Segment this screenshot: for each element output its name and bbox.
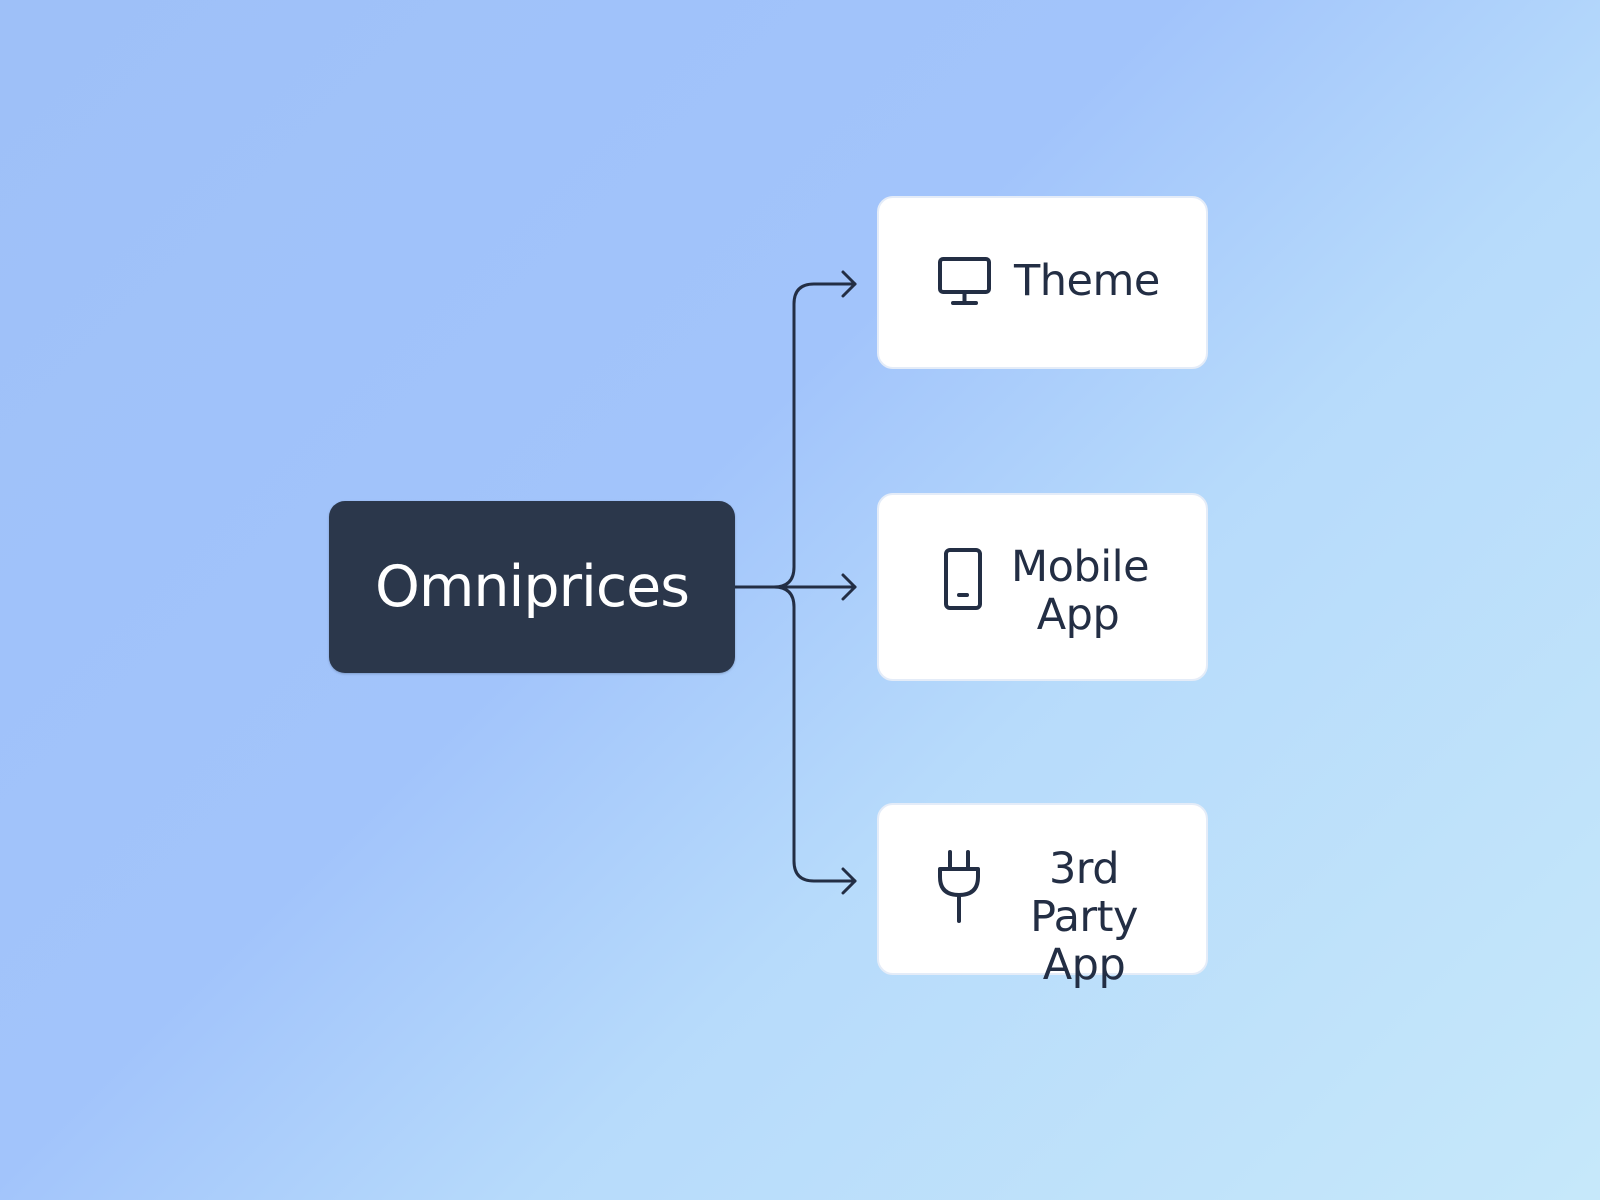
smartphone-icon: [944, 548, 982, 610]
mobile-app-label-line-2: App: [1036, 590, 1120, 640]
omniprices-label: Omniprices: [375, 554, 690, 620]
mobile-app-label: Mobile App: [1011, 542, 1150, 640]
monitor-icon: [938, 257, 991, 305]
arrowhead-theme: [841, 270, 857, 298]
theme-label: Theme: [1014, 257, 1160, 305]
third-party-app-label: 3rd Party App: [999, 845, 1169, 989]
arrowhead-mobile: [841, 573, 857, 601]
mobile-app-label-line-1: Mobile: [1011, 542, 1150, 592]
third-party-app-label-line-1: 3rd Party: [1030, 844, 1138, 942]
third-party-app-node: 3rd Party App: [877, 803, 1208, 989]
arrowhead-thirdparty: [841, 867, 857, 895]
theme-node: Theme: [877, 196, 1208, 369]
theme-label-line: Theme: [1014, 256, 1160, 306]
third-party-app-label-line-2: App: [1042, 940, 1126, 990]
omniprices-node: Omniprices: [329, 501, 735, 673]
connector-theme: [733, 282, 857, 589]
connector-thirdparty: [733, 585, 857, 883]
mobile-app-node: Mobile App: [877, 493, 1208, 681]
plug-icon: [938, 850, 980, 923]
